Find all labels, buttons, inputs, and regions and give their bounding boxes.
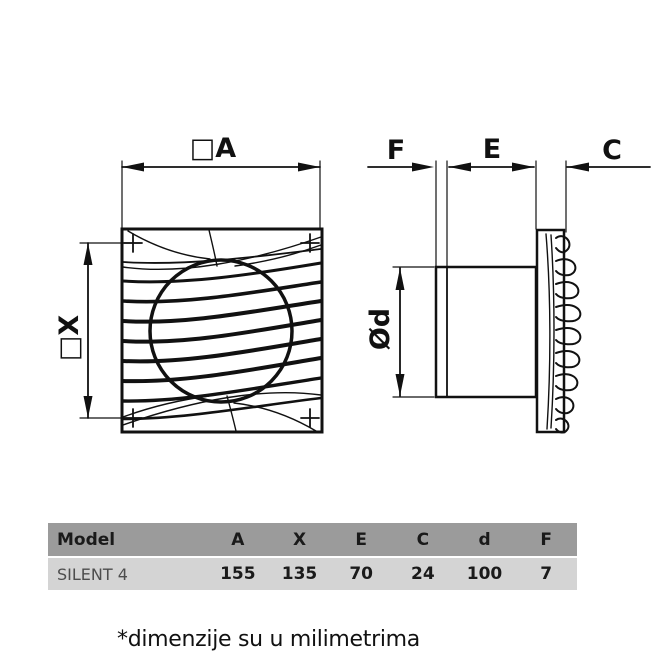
dimensions-table: Model A X E C d F SILENT 4 155 135 70 24… [48,523,577,590]
mounting-cross-top-right [300,233,320,253]
arrowhead-a-left [122,162,144,172]
table-header-d: d [478,529,491,550]
front-grille-slats [121,248,323,421]
technical-drawing [79,160,651,434]
table-header-c: C [416,529,430,550]
arrowhead-f [412,162,434,172]
table-header-e: E [355,529,367,550]
label-dimension-c: C [602,135,622,166]
front-panel-side [535,228,566,434]
fan-opening-circle [148,258,294,404]
label-dimension-e: E [482,134,502,165]
table-header-model: Model [57,529,116,550]
arrowhead-d-bottom [395,374,405,396]
arrowhead-a-right [298,162,320,172]
dimension-e [448,160,537,230]
panel-face-curve [545,233,551,430]
arrowhead-e-left [449,162,471,172]
table-header-row: Model A X E C d F [48,523,577,556]
mounting-cross-bottom-right [300,408,320,428]
table-header-a: A [231,529,245,550]
table-cell-e: 70 [349,564,374,584]
table-header-f: F [540,529,552,550]
table-cell-f: 7 [540,564,553,584]
label-dimension-f: F [386,135,406,166]
table-cell-d: 100 [466,564,503,584]
side-view-drawing [367,160,651,434]
table-cell-model: SILENT 4 [57,564,128,584]
front-view-drawing [79,160,324,434]
table-cell-c: 24 [411,564,435,584]
table-row: SILENT 4 155 135 70 24 100 7 [48,558,577,590]
dimension-c [565,160,651,233]
dimension-a [121,160,321,229]
table-cell-a: 155 [220,564,256,584]
grille-fins-profile [555,235,582,434]
fan-front-frame [120,227,324,434]
dimension-f [367,160,448,267]
dimension-d [392,266,435,398]
front-cover-arcs-top [122,229,322,271]
duct-body [434,265,538,399]
units-footnote: *dimenzije su u milimetrima [117,627,420,652]
label-dimension-diameter: Ød [365,307,396,351]
dimension-x [79,242,141,419]
arrowhead-c [567,162,589,172]
panel-face-curve-2 [550,234,555,429]
table-header-x: X [292,529,307,550]
label-dimension-x: □X [54,314,85,362]
arrowhead-d-top [395,268,405,290]
table-cell-x: 135 [281,564,318,584]
arrowhead-e-right [512,162,534,172]
arrowhead-x-bottom [83,396,93,418]
arrowhead-x-top [83,243,93,265]
label-dimension-a: □A [189,133,237,164]
